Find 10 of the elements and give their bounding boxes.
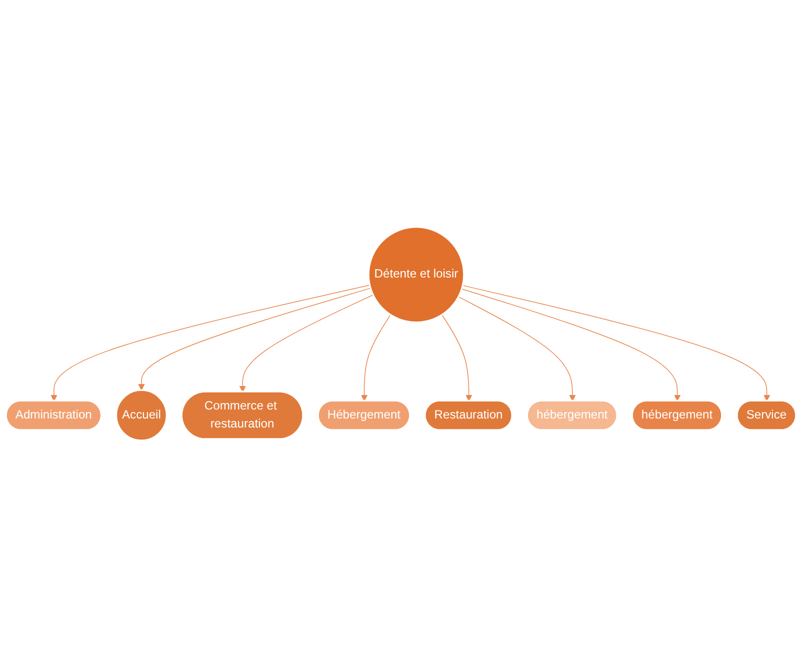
arrow: [360, 314, 391, 402]
arrow: [462, 285, 770, 402]
arrow: [138, 288, 371, 391]
arrow: [461, 288, 681, 402]
node-circle: Accueil: [116, 390, 168, 442]
node-circle: Détente et loisir: [368, 226, 465, 324]
arrow: [239, 294, 374, 392]
arrow: [458, 296, 576, 402]
arrow: [50, 284, 370, 402]
arrow: [442, 314, 472, 402]
